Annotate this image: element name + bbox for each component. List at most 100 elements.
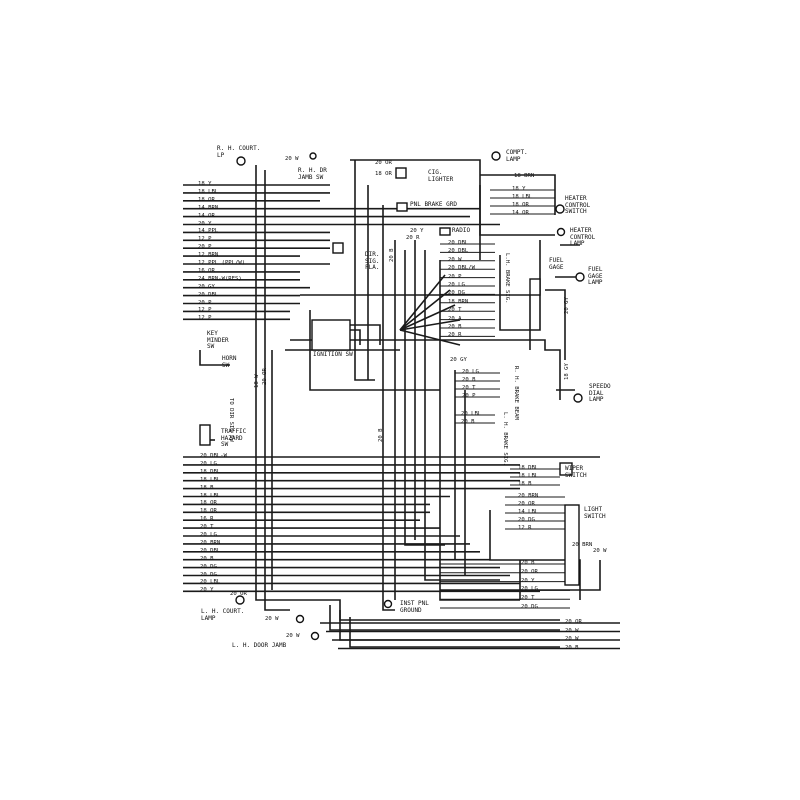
directional-flasher-icon <box>332 242 344 254</box>
wiper-wire-label: 18 DBL <box>518 465 539 471</box>
rh-courtesy-lamp-icon <box>236 156 246 166</box>
left-lower-wire-label: 20 LG <box>200 460 217 467</box>
wire <box>382 205 395 611</box>
left-wire-label: 18 LBL <box>198 188 219 195</box>
left-wire-label: 18 OR <box>198 196 215 203</box>
wire <box>440 560 601 591</box>
left-wire-label: 20 P <box>198 244 212 251</box>
left-lower-wire-label: 20 B <box>200 555 214 562</box>
left-wire-label: 20 P <box>198 299 212 306</box>
wire-bundle <box>183 159 620 650</box>
wire <box>404 250 445 546</box>
center-wire-label: 20 DG <box>448 290 465 297</box>
wire <box>309 310 440 391</box>
left-wire-label: 14 OR <box>198 212 215 219</box>
left-lower-wire-label: 16 R <box>200 516 214 523</box>
wire-label: 20 B <box>378 428 384 442</box>
heater-control-lamp-label: HEATER CONTROL LAMP <box>570 227 596 247</box>
wire-label: 18 OR <box>375 171 392 177</box>
wire <box>300 599 560 621</box>
lh-door-jamb-label: L. H. DOOR JAMB <box>232 642 287 649</box>
wire <box>399 329 461 346</box>
light-lower-wire-label: 20 LG <box>521 586 538 593</box>
rh-courtesy-lamp-label: R. H. COURT. LP <box>217 145 261 159</box>
traffic-hazard-switch-label: TRAFFIC HAZARD SW <box>221 428 247 448</box>
light-lower-wire-label: 20 Y <box>521 577 535 584</box>
cigar-lighter-label: CIG. LIGHTER <box>428 169 454 183</box>
brake-wire-label: 20 LG <box>462 369 479 375</box>
ignition-switch-label: IGNITION SW <box>313 351 353 358</box>
light-switch-label: LIGHT SWITCH <box>584 506 606 520</box>
directional-flasher-label: DIR. SIG. FLA. <box>365 251 380 271</box>
heater-wire-label: 18 OR <box>512 202 529 208</box>
center-wire-label: 20 P <box>448 273 462 280</box>
light-switch-icon <box>564 504 580 586</box>
wire <box>399 319 461 331</box>
center-wire-label: 20 DBL/W <box>448 265 475 272</box>
right-wire-label: 20 B <box>565 644 579 651</box>
wire-label: 20 BRN <box>572 542 593 548</box>
heater-control-switch-label: HEATER CONTROL SWITCH <box>565 195 591 215</box>
wire <box>290 339 561 400</box>
center-wire-label: 20 LG <box>448 282 465 288</box>
light-lower-wire-label: 20 T <box>521 595 535 602</box>
light-lower-wire-label: 20 B <box>521 560 535 566</box>
right-wire-label: 20 W <box>565 636 579 642</box>
rh-door-jamb-switch-label: R. H. DR JAMB SW <box>298 167 327 181</box>
left-lower-wire-label: 20 T <box>200 524 214 531</box>
wire-label: 18 GY <box>564 363 570 380</box>
light-lower-wire-label: 20 DG <box>521 604 538 610</box>
wiper-switch-label: WIPER SWITCH <box>565 465 587 479</box>
left-lower-wire-label: 20 DG <box>200 571 217 578</box>
cigar-lighter-icon <box>395 167 407 179</box>
wire <box>399 274 446 331</box>
wiper-wire-label: 18 LBL <box>518 473 539 479</box>
wire-label: 20 GY <box>450 357 467 363</box>
brake-wire-label: 20 T <box>462 385 476 391</box>
heater-control-lamp-icon <box>556 227 566 237</box>
center-wire-label: 20 W <box>448 256 462 263</box>
panel-brake-ground-label: PNL BRAKE GRD <box>410 201 457 208</box>
left-lower-wire-label: 20 LG <box>200 532 217 538</box>
wire <box>545 289 566 360</box>
light-lower-wire-label: 20 OR <box>521 568 538 575</box>
wire-label: 20 OR <box>262 368 268 385</box>
wire-label: 18 BRN <box>514 173 535 179</box>
panel-brake-ground-icon <box>396 202 408 212</box>
lh-door-jamb-icon <box>295 614 305 624</box>
left-lower-wire-label: 18 OR <box>200 508 217 515</box>
left-lower-wire-label: 20 DBL <box>200 547 221 554</box>
compartment-lamp-icon <box>491 151 501 161</box>
wire <box>329 605 560 631</box>
left-wire-label: 20 DBL <box>198 291 219 298</box>
lh-brake-wire-label: 20 B <box>461 419 475 425</box>
heater-control-switch-icon <box>555 204 565 214</box>
component-symbols <box>199 151 585 641</box>
wire <box>399 289 451 331</box>
wire <box>424 250 500 581</box>
horn-switch-label: HORN SW <box>222 355 237 369</box>
left-lower-wire-label: 18 LBL <box>200 492 221 499</box>
speedo-dial-lamp-icon <box>573 393 583 403</box>
traffic-hazard-switch-icon <box>199 424 211 446</box>
wire-label: 20 W <box>285 156 299 162</box>
left-wire-label: 12 PPL (PPL/W) <box>198 260 246 266</box>
lh-brake-sig-vert-label: L.H. BRAKE SIG. <box>504 253 510 304</box>
left-wire-label: 16 OR <box>198 267 215 274</box>
wire-label: 20 W <box>265 616 279 622</box>
left-wire-label: 24 BRN-W(RES) <box>198 275 242 282</box>
wiper-switch-icon <box>559 462 573 476</box>
wire-label: 20 W <box>593 548 607 554</box>
wire-label: 20 Y <box>410 228 424 234</box>
left-lower-wire-label: 20 DG <box>200 563 217 570</box>
heater-wire-label: 18 Y <box>512 186 526 192</box>
heater-wire-label: 18 LBL <box>512 194 533 200</box>
lh-brake-wire-label: 20 LBL <box>461 411 482 417</box>
instrument-panel-ground-label: INST PNL GROUND <box>400 600 429 614</box>
left-wire-label: 20 Y <box>198 220 212 227</box>
rh-brake-beam-label: R. H. BRAKE BEAM <box>513 366 519 420</box>
left-lower-wire-label: 20 LBL <box>200 579 221 586</box>
lh-brake-signal-label: L. H. BRAKE SIG. <box>502 412 508 466</box>
to-dir-sig-sw-label: TO DIR SIG SW <box>228 398 234 442</box>
wire <box>264 170 290 611</box>
